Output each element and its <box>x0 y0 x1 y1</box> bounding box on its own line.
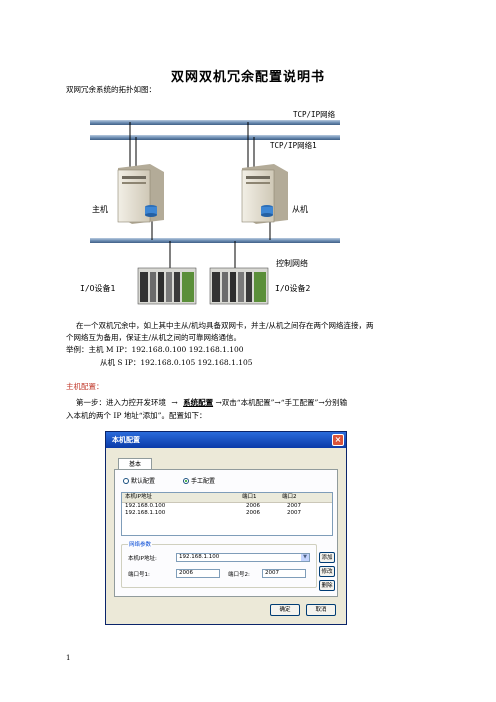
port1-label: 端口号1: <box>128 572 150 578</box>
ip-label: 本机IP地址: <box>128 556 157 562</box>
ip-list-header: 本机IP地址 端口1 端口2 <box>122 493 332 503</box>
arrow-icon: → <box>171 398 178 407</box>
header-port2: 端口2 <box>282 494 297 500</box>
delete-button[interactable]: 删除 <box>319 580 335 591</box>
radio-default-config[interactable]: 默认配置 <box>123 478 155 486</box>
dialog-title-bar: 本机配置 × <box>106 432 346 448</box>
group-title: 网络参数 <box>128 540 153 548</box>
tcpip-network-bus <box>90 120 340 125</box>
radio-on-icon <box>183 478 189 484</box>
io-device-1-label: I/O设备1 <box>80 284 116 293</box>
row-port1: 2006 <box>246 510 260 516</box>
port2-input[interactable]: 2007 <box>262 569 306 578</box>
paragraph-1-line-1: 在一个双机冗余中，如上其中主从/机均具备双网卡，并主/从机之间存在两个网络连接，… <box>76 321 374 330</box>
dialog-title: 本机配置 <box>112 436 140 444</box>
slave-server-icon <box>241 164 288 224</box>
master-label: 主机 <box>92 205 108 214</box>
add-button[interactable]: 添加 <box>319 552 335 563</box>
master-server-icon <box>117 164 164 224</box>
tcpip-network-label: TCP/IP网络 <box>293 110 336 119</box>
chevron-down-icon[interactable]: ▼ <box>301 554 309 561</box>
cancel-button[interactable]: 取消 <box>306 604 336 616</box>
table-row[interactable]: 192.168.1.100 2006 2007 <box>122 510 332 517</box>
ip-list[interactable]: 本机IP地址 端口1 端口2 192.168.0.100 2006 2007 1… <box>121 492 333 536</box>
basic-panel: 默认配置 手工配置 本机IP地址 端口1 端口2 192.168.0.100 2… <box>114 469 338 597</box>
row-port2: 2007 <box>287 510 301 516</box>
step1-prefix: 第一步：进入力控开发环境 <box>76 398 166 407</box>
section-heading: 主机配置： <box>66 382 104 391</box>
port1-input[interactable]: 2006 <box>176 569 220 578</box>
ip-combo[interactable]: 192.168.1.100 ▼ <box>176 553 310 562</box>
modify-button[interactable]: 修改 <box>319 566 335 577</box>
intro-text: 双网冗余系统的拓扑如图： <box>66 85 156 94</box>
io-device-2-icon <box>209 267 269 305</box>
example-master: 举例：主机 M IP：192.168.0.100 192.168.1.100 <box>66 345 244 354</box>
row-port1: 2006 <box>246 503 260 509</box>
radio-default-label: 默认配置 <box>131 478 156 485</box>
ip-combo-value: 192.168.1.100 <box>179 554 220 560</box>
io-device-1-icon <box>137 267 197 305</box>
step1-menu: 系统配置 <box>183 398 214 407</box>
header-port1: 端口1 <box>242 494 257 500</box>
header-ip: 本机IP地址 <box>125 494 152 500</box>
row-ip: 192.168.1.100 <box>125 510 166 516</box>
close-icon[interactable]: × <box>332 434 344 446</box>
local-config-dialog: 本机配置 × 基本 默认配置 手工配置 本机IP地址 端口1 端口2 192.1… <box>105 431 347 625</box>
table-row[interactable]: 192.168.0.100 2006 2007 <box>122 503 332 510</box>
document-title: 双网双机冗余配置说明书 <box>170 70 325 85</box>
tab-basic[interactable]: 基本 <box>118 458 152 470</box>
radio-manual-config[interactable]: 手工配置 <box>183 478 215 486</box>
slave-label: 从机 <box>292 205 308 214</box>
step1-line-2: 入本机的两个 IP 地址“添加”。配置如下： <box>66 411 207 420</box>
page-number: 1 <box>66 654 71 662</box>
tcpip-network1-label: TCP/IP网络1 <box>270 141 317 150</box>
paragraph-1-line-2: 个网络互为备用，保证主/从机之间的可靠网络通信。 <box>66 333 242 342</box>
radio-off-icon <box>123 478 129 484</box>
example-slave: 从机 S IP：192.168.0.105 192.168.1.105 <box>100 358 253 367</box>
step1-line-1: 第一步：进入力控开发环境 → 系统配置 →双击“本机配置”→“手工配置”→分别输 <box>76 397 347 409</box>
ok-button[interactable]: 确定 <box>270 604 300 616</box>
radio-manual-label: 手工配置 <box>191 478 216 485</box>
network-topology-diagram <box>90 120 340 305</box>
row-ip: 192.168.0.100 <box>125 503 166 509</box>
port2-label: 端口号2: <box>228 572 250 578</box>
control-network-bus <box>90 238 340 243</box>
io-device-2-label: I/O设备2 <box>275 284 311 293</box>
network-params-group: 网络参数 本机IP地址: 192.168.1.100 ▼ 端口号1: 2006 … <box>121 540 317 588</box>
row-port2: 2007 <box>287 503 301 509</box>
control-network-label: 控制网络 <box>276 259 308 268</box>
tcpip-network1-bus <box>90 135 340 140</box>
step1-mid: →双击“本机配置”→“手工配置”→分别输 <box>215 398 348 407</box>
